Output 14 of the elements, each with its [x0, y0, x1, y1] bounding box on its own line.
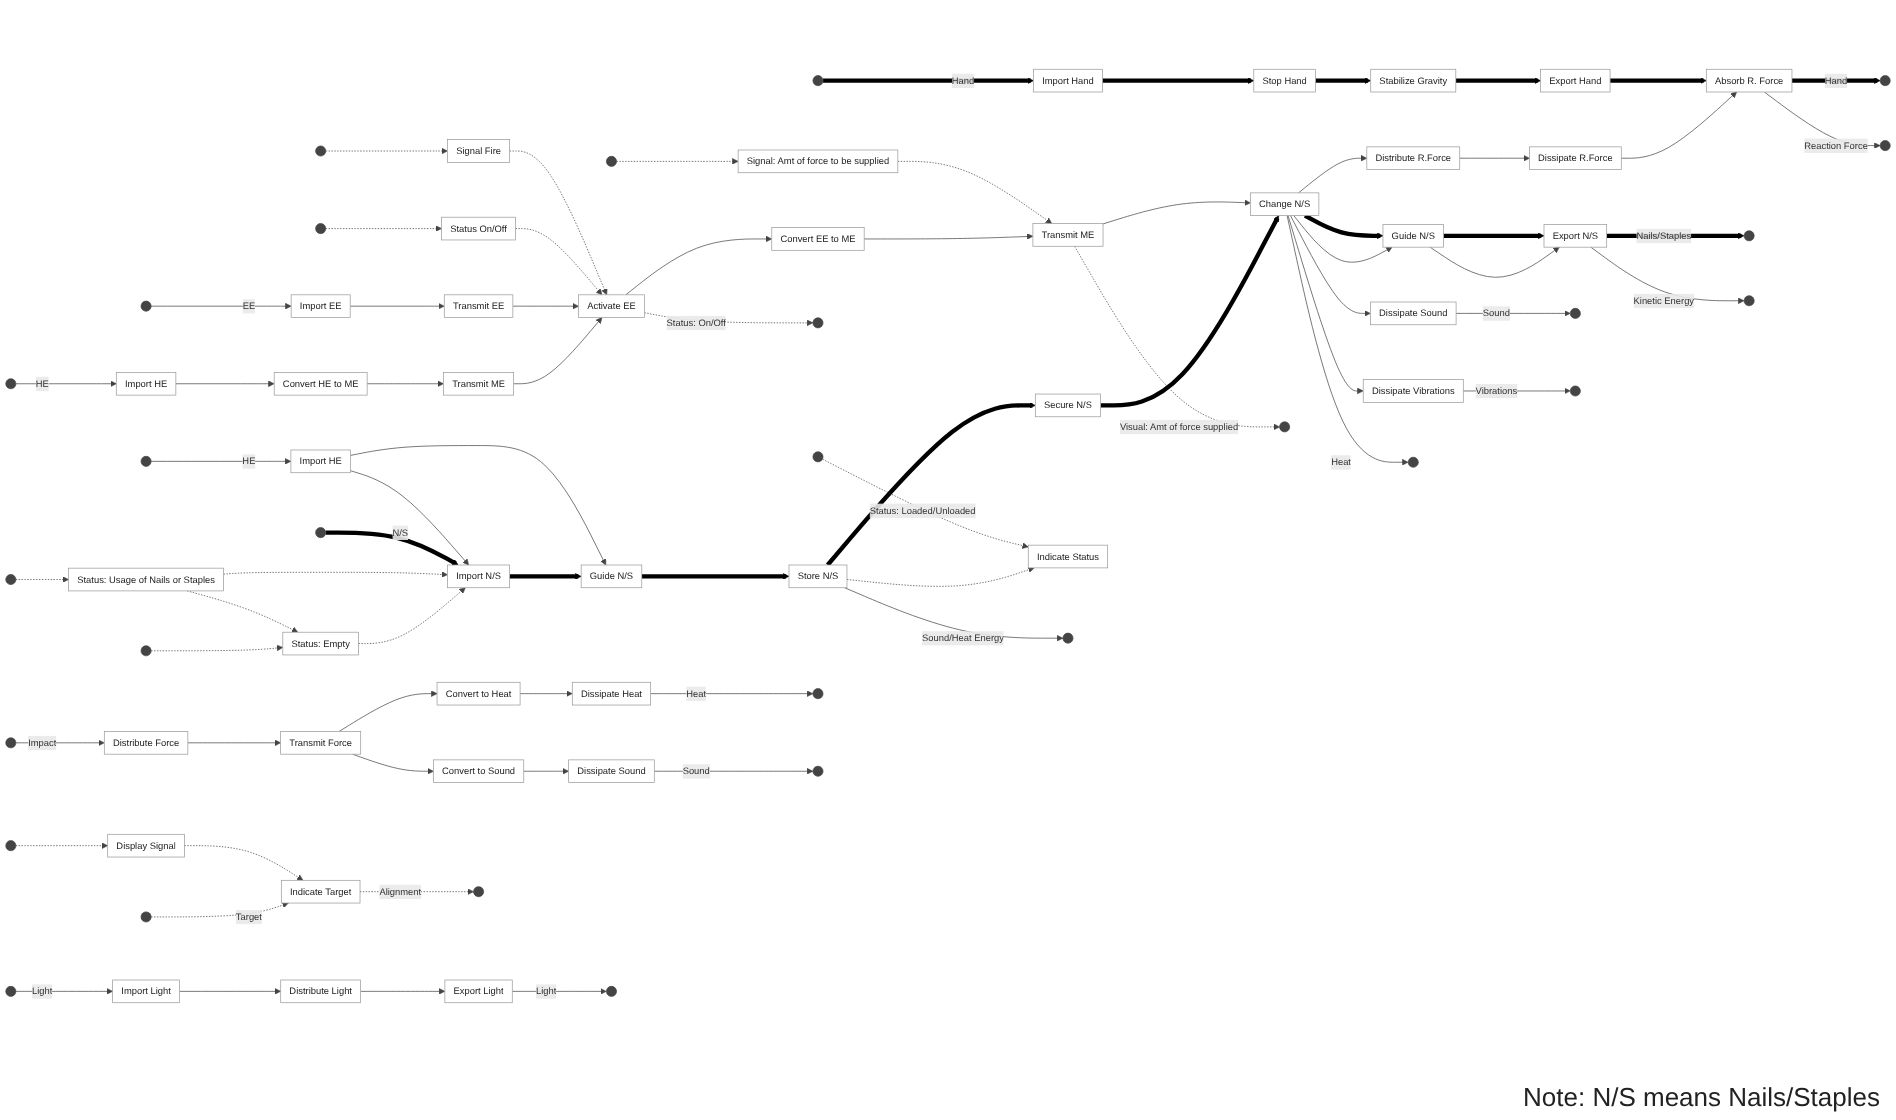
note-text: Note: N/S means Nails/Staples [1523, 1082, 1880, 1112]
arrow [1610, 77, 1707, 84]
arrow [1102, 77, 1255, 84]
arrow [1303, 213, 1384, 239]
arrow [325, 530, 459, 566]
arrow [509, 573, 582, 580]
arrow [823, 77, 1034, 84]
arrow [1315, 77, 1371, 84]
arrow [825, 402, 1036, 567]
arrow [641, 573, 790, 580]
arrow [1100, 215, 1280, 408]
arrow [1443, 232, 1545, 239]
arrow [1455, 77, 1541, 84]
arrow [1791, 77, 1881, 84]
